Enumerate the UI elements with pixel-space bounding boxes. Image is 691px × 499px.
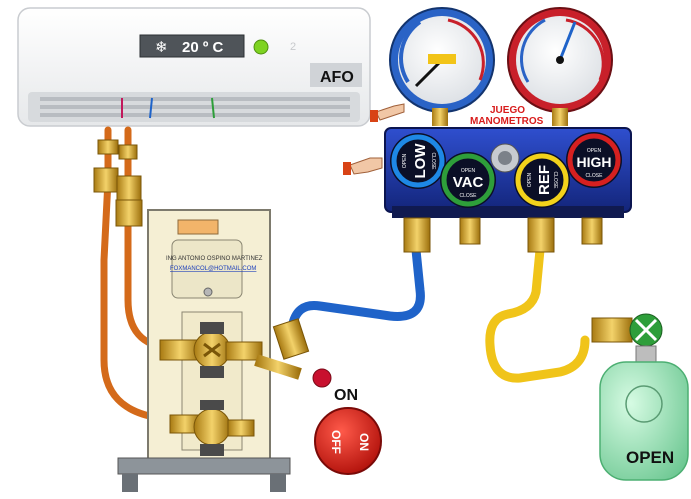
snowflake-icon: ❄ (155, 39, 168, 56)
high-side-knob[interactable]: HIGH OPEN CLOSE (566, 132, 622, 188)
ref-close-text: CLOSE (552, 172, 558, 190)
high-open-text: OPEN (587, 148, 602, 154)
service-port-coupler (254, 318, 332, 388)
switch-on-text: ON (357, 433, 371, 451)
high-close-text: CLOSE (586, 173, 604, 179)
brand-mark: 2 (290, 41, 296, 53)
low-pressure-gauge (389, 7, 495, 113)
liquid-service-valve (169, 400, 255, 456)
indoor-ac-unit: ❄ 20 º C 2 AFO (17, 7, 371, 127)
low-side-knob[interactable]: LOW OPEN CLOSE (390, 133, 446, 189)
author-email: FOXMANCOL@HOTMAIL.COM (170, 266, 256, 272)
power-led-icon (253, 39, 269, 55)
low-close-text: CLOSE (430, 153, 436, 171)
low-open-text: OPEN (402, 154, 408, 169)
yellow-hose (485, 245, 590, 383)
schrader-valve-cap (312, 368, 332, 388)
manifold-title-line1: JUEGO (490, 105, 525, 116)
cylinder-open-label: OPEN (626, 448, 674, 467)
vac-close-text: CLOSE (460, 193, 478, 199)
panel-screw-icon (203, 287, 213, 297)
power-switch[interactable]: ON OFF ON (314, 387, 382, 475)
vac-open-text: OPEN (461, 168, 476, 174)
temperature-display (139, 34, 245, 58)
pointing-hand-icon (343, 157, 383, 175)
refrigerant-knob[interactable]: REF OPEN CLOSE (514, 152, 570, 208)
high-pressure-gauge (507, 7, 613, 113)
vac-knob-label: VAC (453, 174, 484, 191)
louver-vents (40, 97, 350, 119)
switch-on-label: ON (334, 387, 358, 404)
ref-open-text: OPEN (527, 173, 533, 188)
author-name: ING ANTONIO OSPINO MARTINEZ (166, 256, 263, 262)
refrigerant-cylinder: OPEN (591, 313, 689, 481)
manifold-ports (403, 217, 603, 253)
switch-off-text: OFF (329, 430, 343, 454)
temperature-readout: 20 º C (182, 39, 223, 56)
high-knob-label: HIGH (577, 154, 612, 170)
vacuum-knob[interactable]: VAC OPEN CLOSE (440, 152, 496, 208)
pointing-hand-icon (370, 103, 405, 122)
unit-model-label: AFO (320, 69, 354, 86)
ref-knob-label: REF (536, 165, 553, 195)
manifold-title-line2: MANOMETROS (470, 116, 544, 127)
suction-service-valve (159, 322, 263, 378)
gauge-manifold: JUEGO MANOMETROS LOW OPEN CLOSE VAC O (343, 7, 632, 253)
low-knob-label: LOW (412, 143, 429, 179)
flare-nuts (93, 139, 143, 227)
blue-hose (287, 245, 425, 333)
